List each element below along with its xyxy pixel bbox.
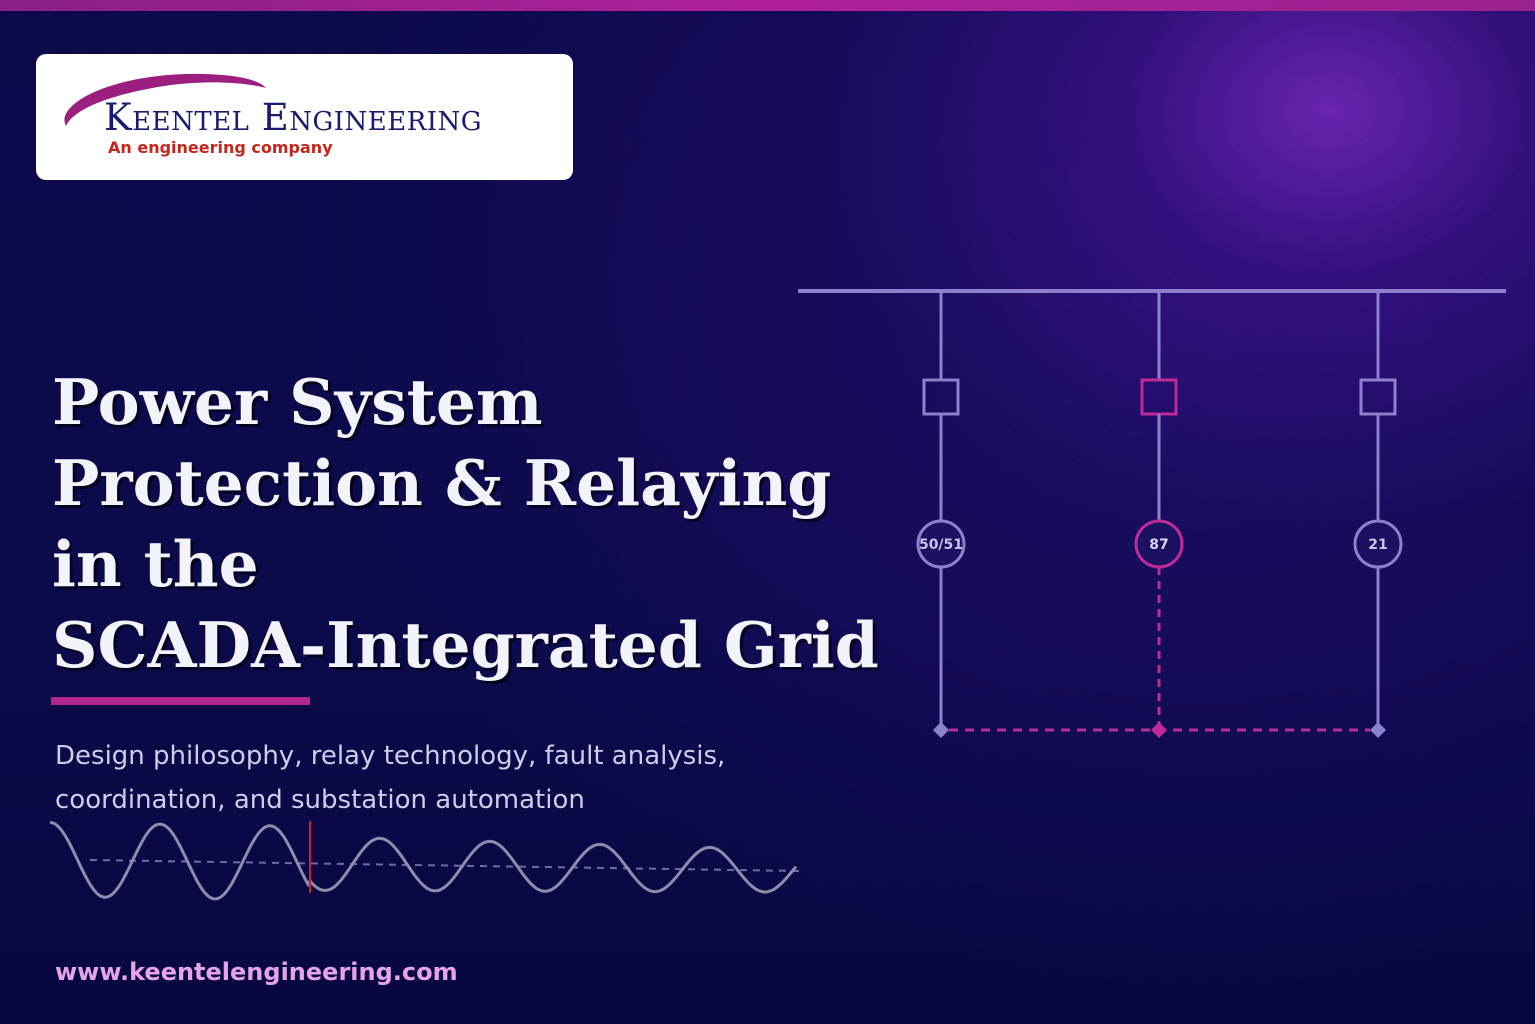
relay-label-21: 21 [1368, 537, 1387, 553]
feeder-1: 50/51 [916, 291, 966, 738]
feeder-2: 87 [1134, 291, 1184, 738]
node-1-icon [933, 722, 949, 738]
page-title: Power System Protection & Relaying in th… [52, 362, 879, 686]
title-line-2: Protection & Relaying [52, 446, 832, 520]
waveform-axis [89, 859, 801, 872]
top-accent-bar [0, 0, 1535, 11]
subtitle-line-2: coordination, and substation automation [55, 785, 585, 815]
website-link[interactable]: www.keentelengineering.com [55, 958, 458, 986]
logo-tagline: An engineering company [108, 138, 333, 157]
circuit-breaker-2-icon [1140, 378, 1178, 416]
logo-company-name: Keentel Engineering [104, 96, 483, 139]
waveform-sine [49, 820, 798, 901]
relay-label-87: 87 [1149, 537, 1168, 553]
relay-label-50-51: 50/51 [919, 537, 963, 553]
circuit-breaker-3-icon [1359, 378, 1397, 416]
subtitle: Design philosophy, relay technology, fau… [55, 734, 725, 822]
circuit-breaker-1-icon [922, 378, 960, 416]
title-line-3: in the [52, 527, 259, 601]
node-3-icon [1370, 722, 1386, 738]
fault-waveform-graphic [49, 820, 801, 901]
subtitle-line-1: Design philosophy, relay technology, fau… [55, 741, 726, 771]
title-underline [51, 697, 310, 705]
title-line-4: SCADA-Integrated Grid [52, 608, 879, 682]
feeder-3: 21 [1353, 291, 1403, 738]
single-line-diagram: 50/51 87 21 [798, 289, 1506, 738]
logo-card[interactable]: Keentel Engineering An engineering compa… [36, 54, 573, 180]
title-line-1: Power System [52, 365, 543, 439]
logo-swoosh-icon [64, 73, 266, 126]
